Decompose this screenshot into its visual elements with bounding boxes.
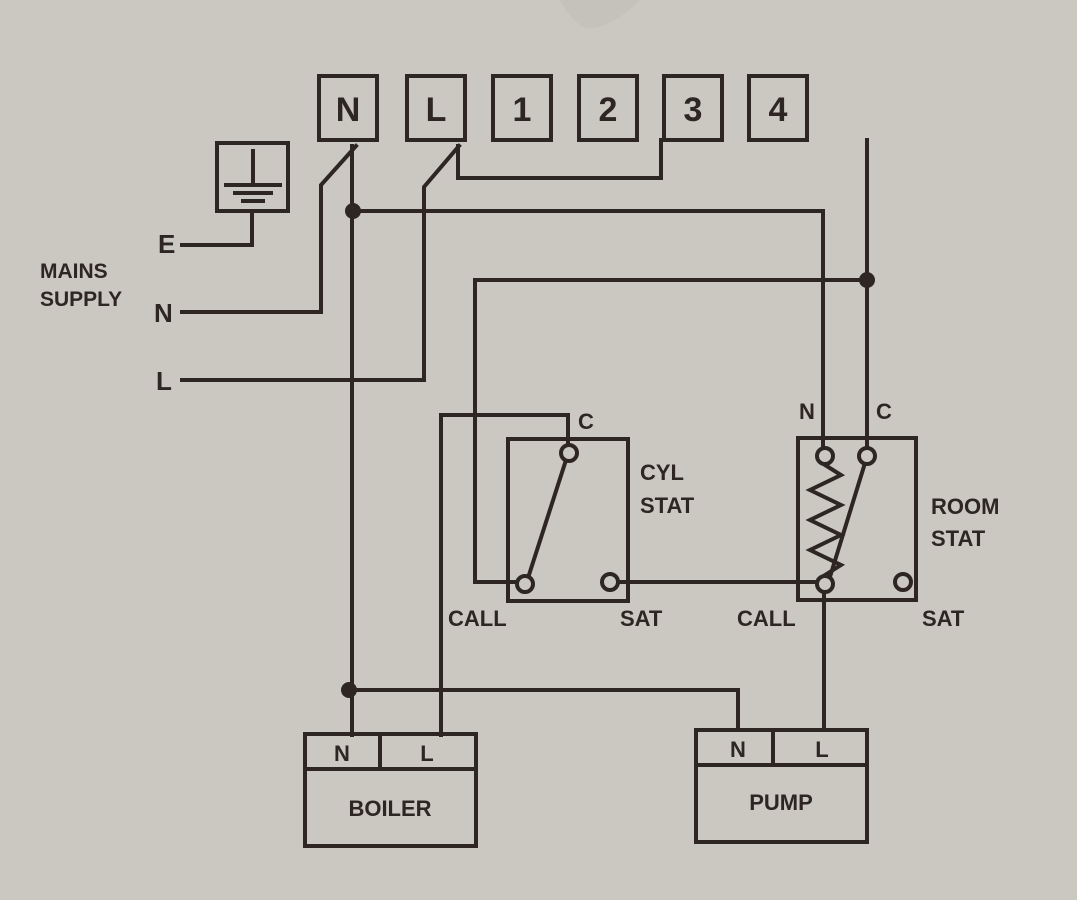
cylstat-sat-label: SAT	[620, 606, 663, 631]
cylstat-name-line1: CYL	[640, 460, 684, 485]
cylstat-sat-terminal	[600, 572, 620, 592]
mains-live-label: L	[156, 366, 172, 396]
terminal-label: 2	[599, 91, 618, 129]
mains-neutral-label: N	[154, 298, 173, 328]
junction-dot	[859, 272, 875, 288]
wire-mains-neutral	[180, 143, 359, 314]
boiler-l-label: L	[420, 741, 433, 766]
terminal-label: 1	[513, 91, 532, 129]
wire-earth	[180, 209, 254, 247]
wire-cylstat-c-to-boiler-l	[439, 413, 570, 737]
terminal-label: 4	[769, 91, 788, 129]
roomstat-c-label: C	[876, 399, 892, 424]
roomstat-name-line2: STAT	[931, 526, 986, 551]
junction-dot	[341, 682, 357, 698]
wire-neutral-to-pump	[350, 688, 740, 732]
terminal-label: N	[336, 91, 361, 129]
cylstat-c-label: C	[578, 409, 594, 434]
terminal-block: N L 1 2 3 4	[317, 74, 809, 142]
roomstat-sat-label: SAT	[922, 606, 965, 631]
terminal-4: 4	[747, 74, 809, 142]
paper-crease	[560, 0, 640, 29]
wire-4-to-cylstat-call	[473, 278, 869, 584]
terminal-l: L	[405, 74, 467, 142]
mains-earth-label: E	[158, 229, 175, 259]
roomstat-call-terminal	[815, 574, 835, 594]
pump-l-label: L	[815, 737, 828, 762]
room-thermostat: N C ROOM STAT CALL SAT	[737, 399, 999, 631]
cylstat-call-label: CALL	[448, 606, 507, 631]
cylinder-thermostat: C CYL STAT CALL SAT	[448, 409, 695, 631]
roomstat-c-terminal	[857, 446, 877, 466]
mains-supply: MAINS SUPPLY E N L	[40, 229, 175, 396]
cylstat-call-terminal	[515, 574, 535, 594]
boiler-n-label: N	[334, 741, 350, 766]
terminal-label: 3	[684, 91, 703, 129]
cylstat-c-terminal	[559, 443, 579, 463]
wires	[180, 138, 869, 737]
wire-neutral-to-roomstat	[350, 209, 825, 453]
boiler: N L BOILER	[303, 732, 478, 848]
switch-arm	[525, 457, 569, 581]
terminal-2: 2	[577, 74, 639, 142]
roomstat-call-label: CALL	[737, 606, 796, 631]
roomstat-n-terminal	[815, 446, 835, 466]
mains-label-line2: SUPPLY	[40, 288, 122, 311]
boiler-name: BOILER	[348, 796, 431, 821]
pump-n-label: N	[730, 737, 746, 762]
terminal-1: 1	[491, 74, 553, 142]
roomstat-name-line1: ROOM	[931, 494, 999, 519]
roomstat-sat-terminal	[893, 572, 913, 592]
terminal-3: 3	[662, 74, 724, 142]
switch-arm	[826, 460, 868, 583]
terminal-n: N	[317, 74, 379, 142]
cylstat-name-line2: STAT	[640, 493, 695, 518]
roomstat-n-label: N	[799, 399, 815, 424]
junction-dot	[345, 203, 361, 219]
pump: N L PUMP	[694, 728, 869, 844]
wire-mains-live	[180, 143, 462, 382]
pump-name: PUMP	[749, 790, 813, 815]
terminal-label: L	[426, 91, 447, 129]
mains-label-line1: MAINS	[40, 260, 108, 283]
heater-element	[805, 462, 846, 580]
wire-l-to-2	[456, 138, 663, 180]
